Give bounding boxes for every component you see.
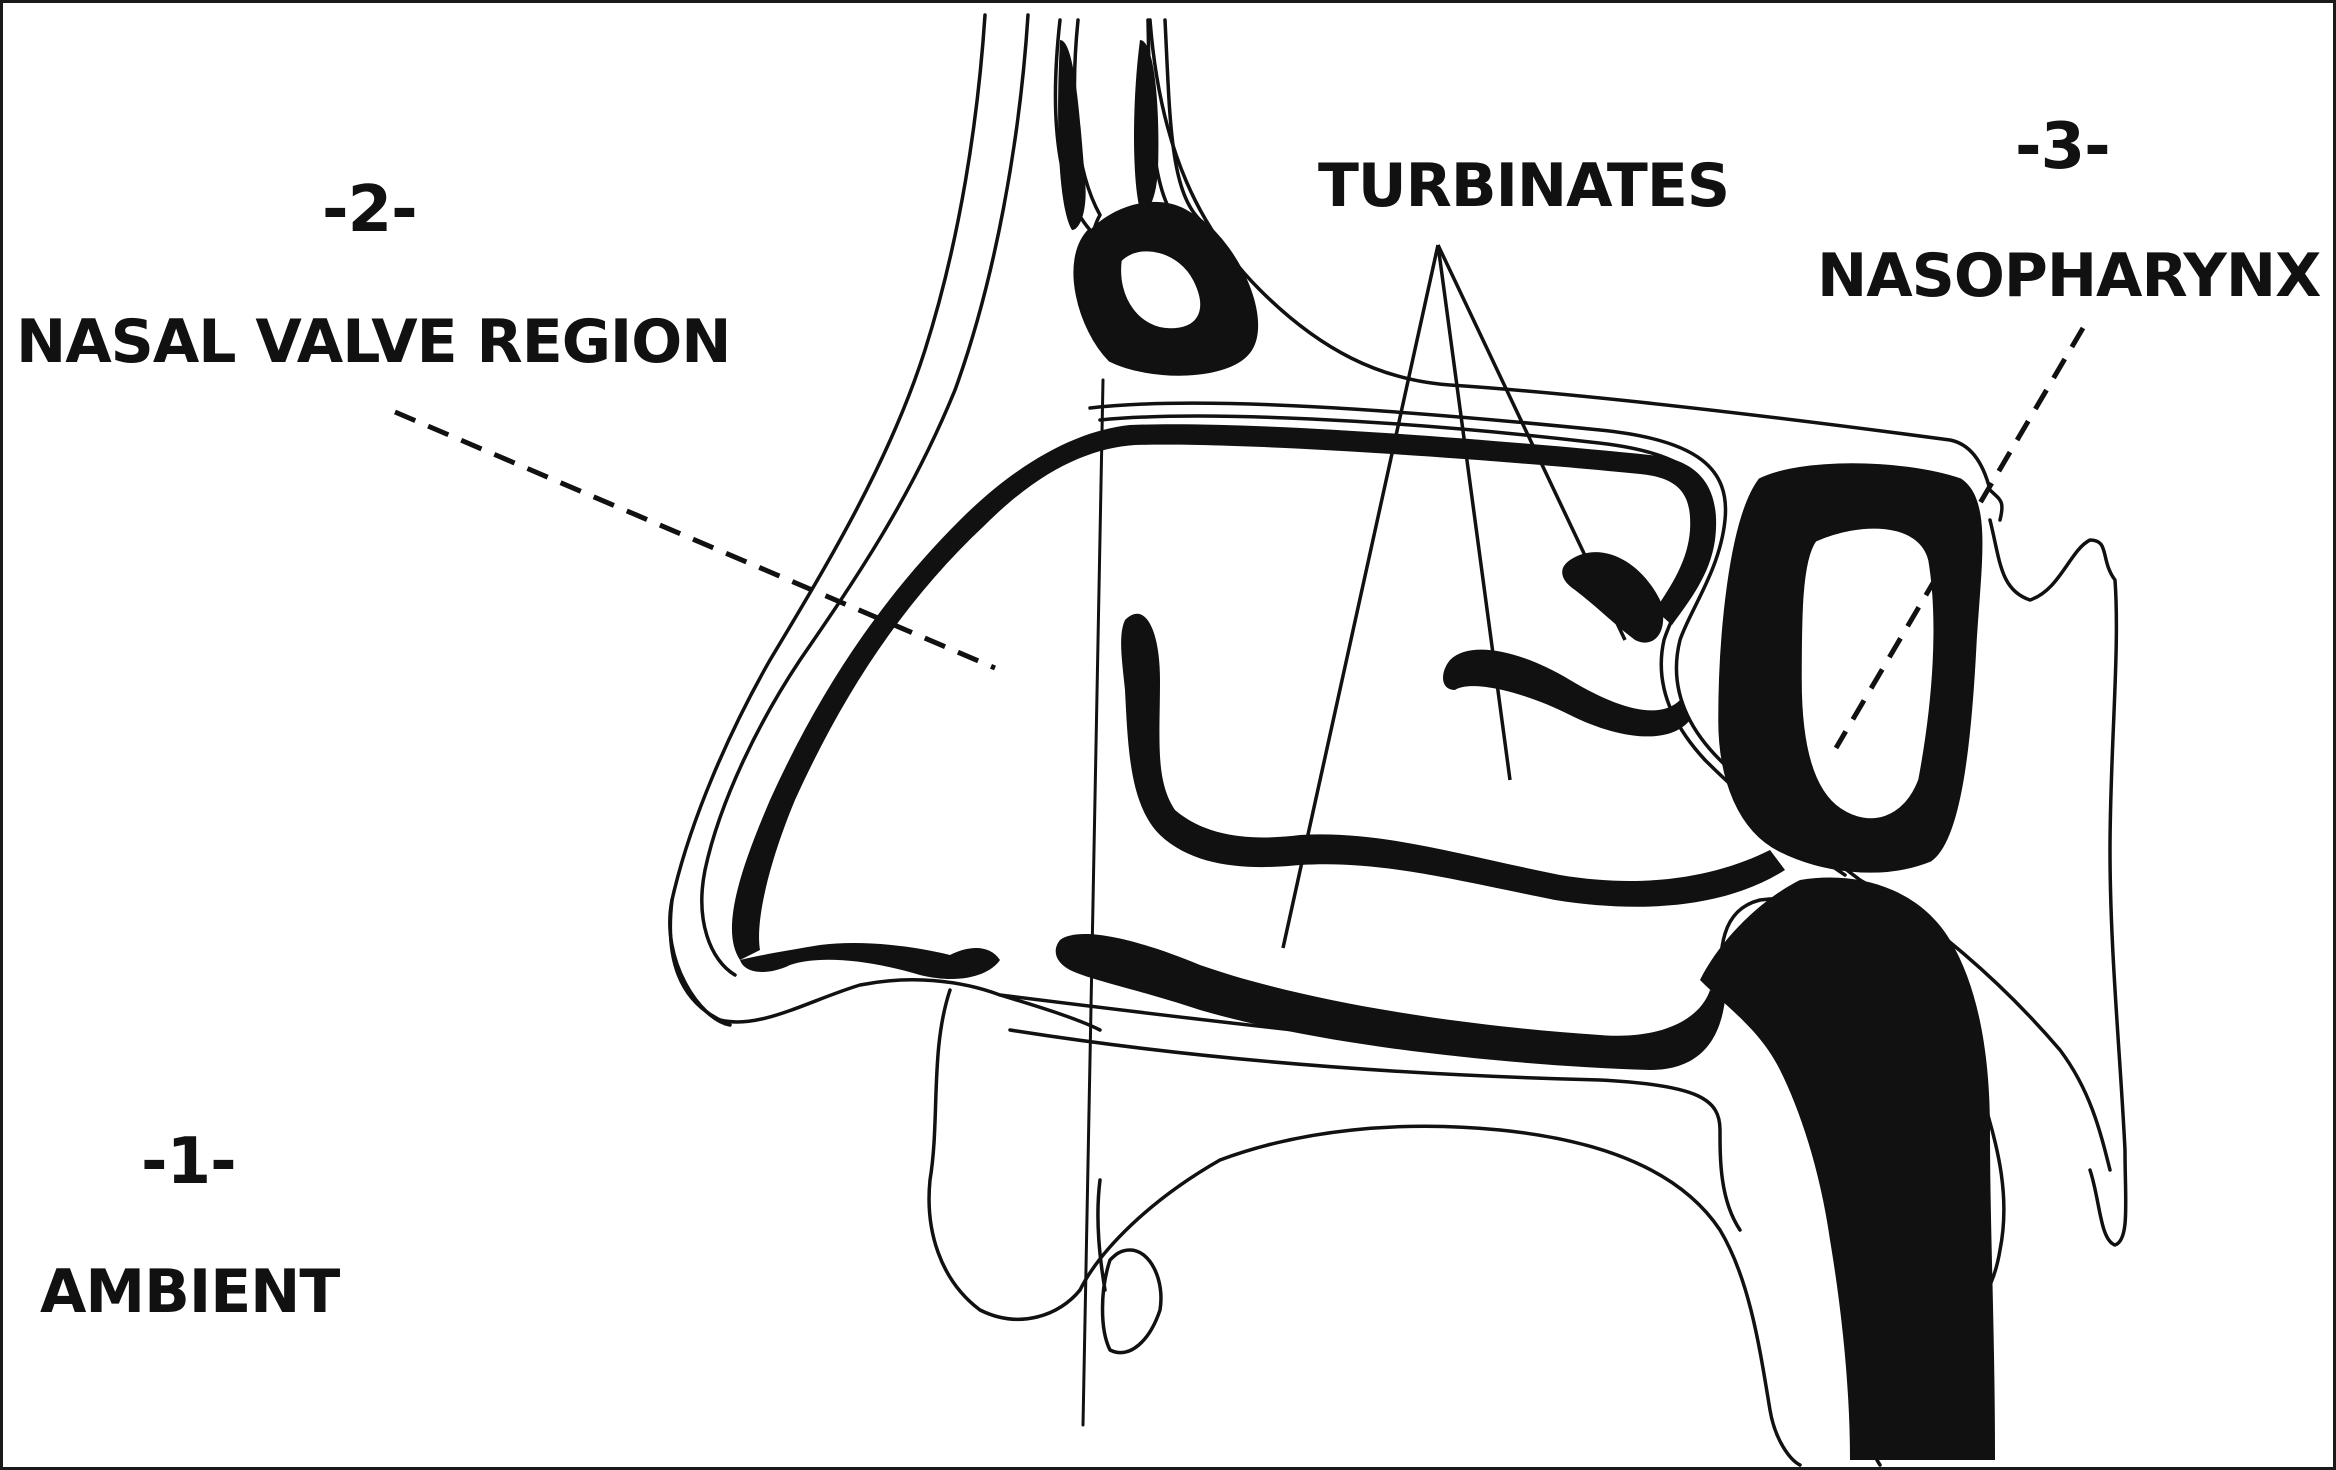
nostril-dark-band: [740, 943, 1000, 979]
region-1-number: -1-: [141, 1130, 236, 1194]
turbinate-pointer-middle: [1438, 245, 1510, 780]
incisor-root: [1098, 1180, 1105, 1290]
middle-turbinate: [1443, 650, 1690, 737]
sphenoid-sinus-cavity: [1800, 527, 1935, 820]
region-3-number: -3-: [2015, 115, 2110, 179]
upper-lip-outline: [929, 990, 1080, 1319]
nasal-valve-pointer: [395, 412, 995, 668]
skin-outline-outer: [670, 15, 985, 1025]
turbinates-label: TURBINATES: [1318, 156, 1729, 216]
frontal-sinus-wall-fill: [1075, 202, 1256, 374]
sphenoid-sinus-wall-fill: [1720, 465, 1981, 871]
region-1-label: AMBIENT: [40, 1262, 339, 1322]
region-2-number: -2-: [322, 178, 417, 242]
incisor-tooth: [1103, 1250, 1161, 1353]
nasal-bone-dark: [1058, 40, 1086, 230]
region-2-label: NASAL VALVE REGION: [16, 312, 730, 372]
superior-turbinate: [1562, 552, 1663, 642]
posterior-pharyngeal-wall: [1990, 520, 2126, 1245]
region-3-label: NASOPHARYNX: [1817, 246, 2320, 306]
floor-posterior-dark: [1700, 878, 1995, 1461]
maxilla-outline: [1080, 1126, 1800, 1465]
